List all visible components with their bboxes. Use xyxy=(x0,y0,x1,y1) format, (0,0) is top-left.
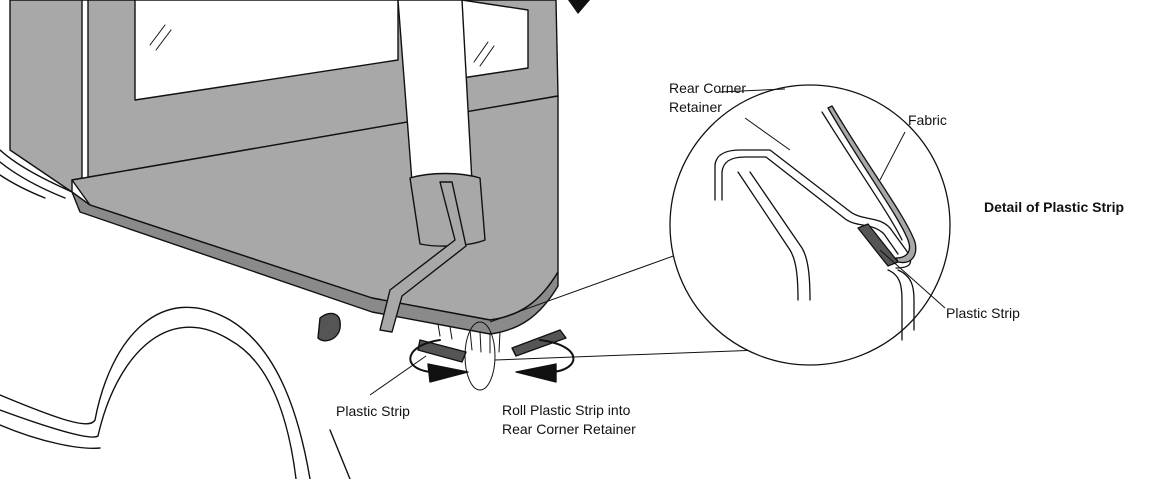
label-rear-corner-retainer-2: Retainer xyxy=(669,99,722,115)
body-line-right xyxy=(329,429,351,479)
detail-view xyxy=(669,84,951,366)
retainer-profile-inner xyxy=(721,156,899,255)
fender-arc-outer xyxy=(0,306,311,479)
fabric-outline xyxy=(821,111,903,241)
label-fabric: Fabric xyxy=(908,112,947,128)
roll-arrowhead-right xyxy=(515,363,557,383)
leader-retainer-top xyxy=(719,88,786,93)
fender-arc-inner xyxy=(0,326,297,479)
roll-arrow-left xyxy=(409,339,441,373)
window-reflection-left xyxy=(149,24,172,51)
label-roll-line2: Rear Corner Retainer xyxy=(502,421,636,437)
retainer-right-leg xyxy=(887,269,915,341)
plastic-strip-detail xyxy=(857,223,899,267)
callout-lines xyxy=(489,249,761,361)
label-rear-corner-retainer-1: Rear Corner xyxy=(669,80,746,96)
detail-callout-ellipse xyxy=(464,321,496,391)
label-plastic-strip-detail: Plastic Strip xyxy=(946,305,1020,321)
label-detail-title: Detail of Plastic Strip xyxy=(984,199,1124,215)
edge-stitching xyxy=(437,323,501,354)
label-plastic-strip-main: Plastic Strip xyxy=(336,403,410,419)
roll-arrowhead-left xyxy=(427,363,469,383)
window-reflection-right xyxy=(473,41,495,67)
dark-tab xyxy=(317,312,341,342)
leader-plastic-strip-main xyxy=(369,355,427,396)
retainer-profile-outer xyxy=(714,149,912,269)
callout-line-upper xyxy=(489,249,691,323)
detail-circle xyxy=(669,84,951,366)
leader-plastic-strip-detail xyxy=(879,249,946,309)
leader-fabric xyxy=(879,131,906,181)
top-arrow xyxy=(568,0,590,14)
vehicle-illustration xyxy=(0,0,590,479)
label-roll-line1: Roll Plastic Strip into xyxy=(502,402,631,418)
plastic-strip-right xyxy=(511,329,567,357)
right-window-frame xyxy=(461,0,529,79)
retainer-lower-leg xyxy=(737,171,811,301)
callout-line-lower xyxy=(494,349,761,361)
bracket-strap xyxy=(379,181,467,333)
left-window xyxy=(81,0,89,191)
leader-retainer xyxy=(744,117,791,151)
rear-window-frame xyxy=(134,0,399,101)
body-side-lines xyxy=(0,149,73,199)
fender-arc-lower xyxy=(0,424,101,449)
label-leaders xyxy=(369,88,946,396)
